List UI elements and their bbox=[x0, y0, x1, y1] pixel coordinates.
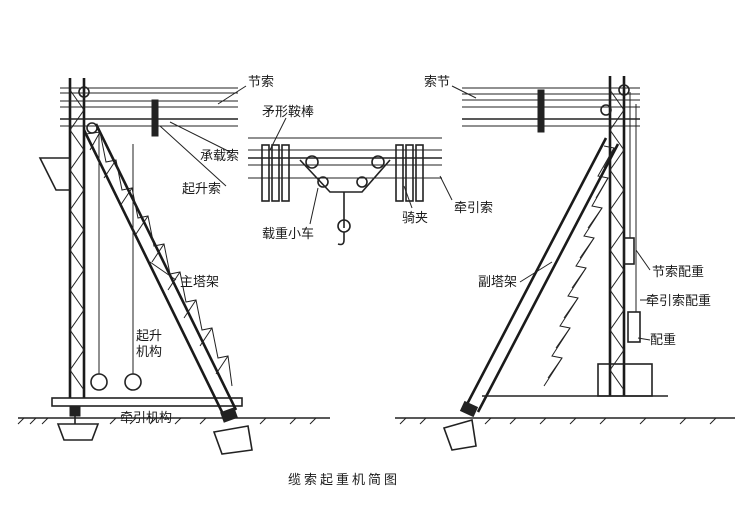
label-qianyin-peizhong: 牵引索配重 bbox=[646, 293, 711, 309]
label-qisheng-jigou-1: 起升 bbox=[136, 329, 162, 344]
diagram-caption: 缆索起重机简图 bbox=[288, 472, 400, 488]
label-suojie: 索节 bbox=[424, 75, 450, 90]
label-maoxing: 矛形鞍棒 bbox=[262, 104, 314, 120]
label-qijia: 骑夹 bbox=[402, 211, 428, 226]
aux-tower bbox=[442, 76, 668, 451]
label-qianyin-suo: 牵引索 bbox=[454, 201, 493, 216]
label-qianyin-jigou: 牵引机构 bbox=[120, 411, 172, 426]
label-qisheng-suo: 起升索 bbox=[182, 182, 221, 197]
leader-lines bbox=[149, 85, 651, 341]
main-tower bbox=[38, 78, 253, 455]
label-peizhong: 配重 bbox=[650, 332, 676, 348]
cables bbox=[60, 87, 640, 179]
label-jiesuo: 节索 bbox=[248, 75, 274, 90]
trolley-assembly bbox=[261, 144, 424, 246]
label-futajia: 副塔架 bbox=[478, 275, 517, 290]
label-zhutajia: 主塔架 bbox=[180, 275, 219, 290]
label-jiesuo-peizhong: 节索配重 bbox=[652, 264, 704, 280]
label-chengzai: 承载索 bbox=[200, 149, 239, 164]
label-zaizhong: 载重小车 bbox=[262, 226, 314, 242]
labels: 节索 索节 矛形鞍棒 承载索 起升索 载重小车 骑夹 牵引索 主塔架 副塔架 起… bbox=[120, 75, 711, 488]
label-qisheng-jigou-2: 机构 bbox=[136, 345, 162, 360]
ground bbox=[17, 417, 735, 425]
